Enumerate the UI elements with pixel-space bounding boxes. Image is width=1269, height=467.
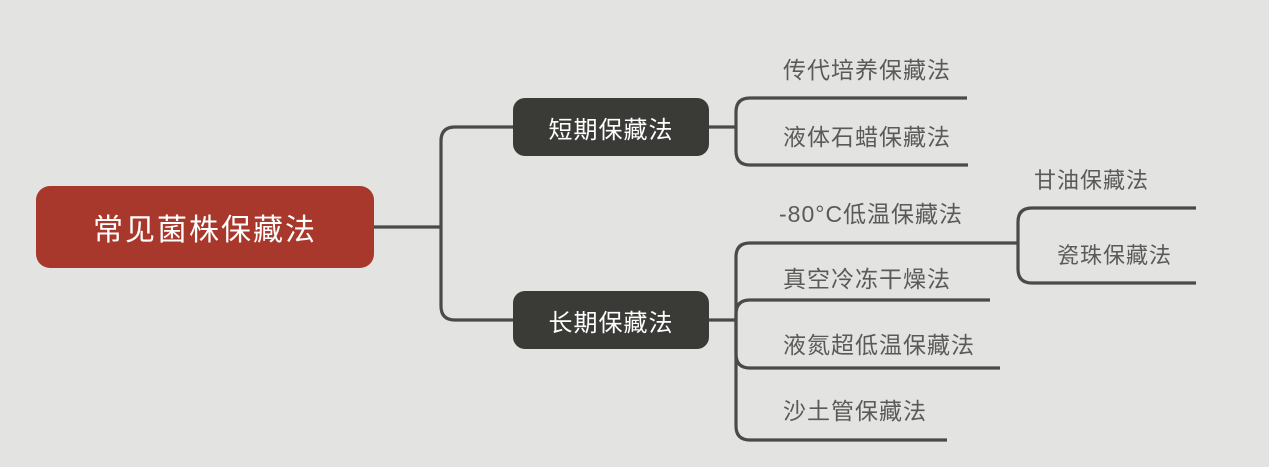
branch-node-long-term[interactable]: 长期保藏法 (513, 291, 709, 349)
branch-node-long-term-label: 长期保藏法 (548, 309, 674, 337)
edge-root-to-short (439, 125, 513, 227)
edge-long-to-c2 (734, 298, 990, 320)
leaf-node-liquid-nitrogen[interactable]: 液氮超低温保藏法 (783, 332, 975, 358)
leaf-node-liquid-paraffin[interactable]: 液体石蜡保藏法 (783, 124, 951, 150)
root-node[interactable]: 常见菌株保藏法 (36, 186, 374, 268)
edge-short-to-c1 (734, 96, 967, 127)
leaf-node-ceramic-bead[interactable]: 瓷珠保藏法 (1057, 243, 1173, 268)
edge-lowtemp-to-c1 (1016, 206, 1196, 243)
leaf-node-vacuum-freeze-drying[interactable]: 真空冷冻干燥法 (783, 266, 951, 292)
leaf-node-minus80-lowtemp[interactable]: -80°C低温保藏法 (779, 201, 964, 227)
root-node-label: 常见菌株保藏法 (93, 214, 317, 247)
edge-root-to-long (439, 227, 513, 322)
branch-node-short-term-label: 短期保藏法 (548, 116, 674, 144)
leaf-node-sand-soil-tube[interactable]: 沙土管保藏法 (783, 398, 927, 424)
leaf-node-subculture[interactable]: 传代培养保藏法 (783, 57, 951, 83)
leaf-node-glycerol[interactable]: 甘油保藏法 (1034, 168, 1150, 193)
branch-node-short-term[interactable]: 短期保藏法 (513, 98, 709, 156)
